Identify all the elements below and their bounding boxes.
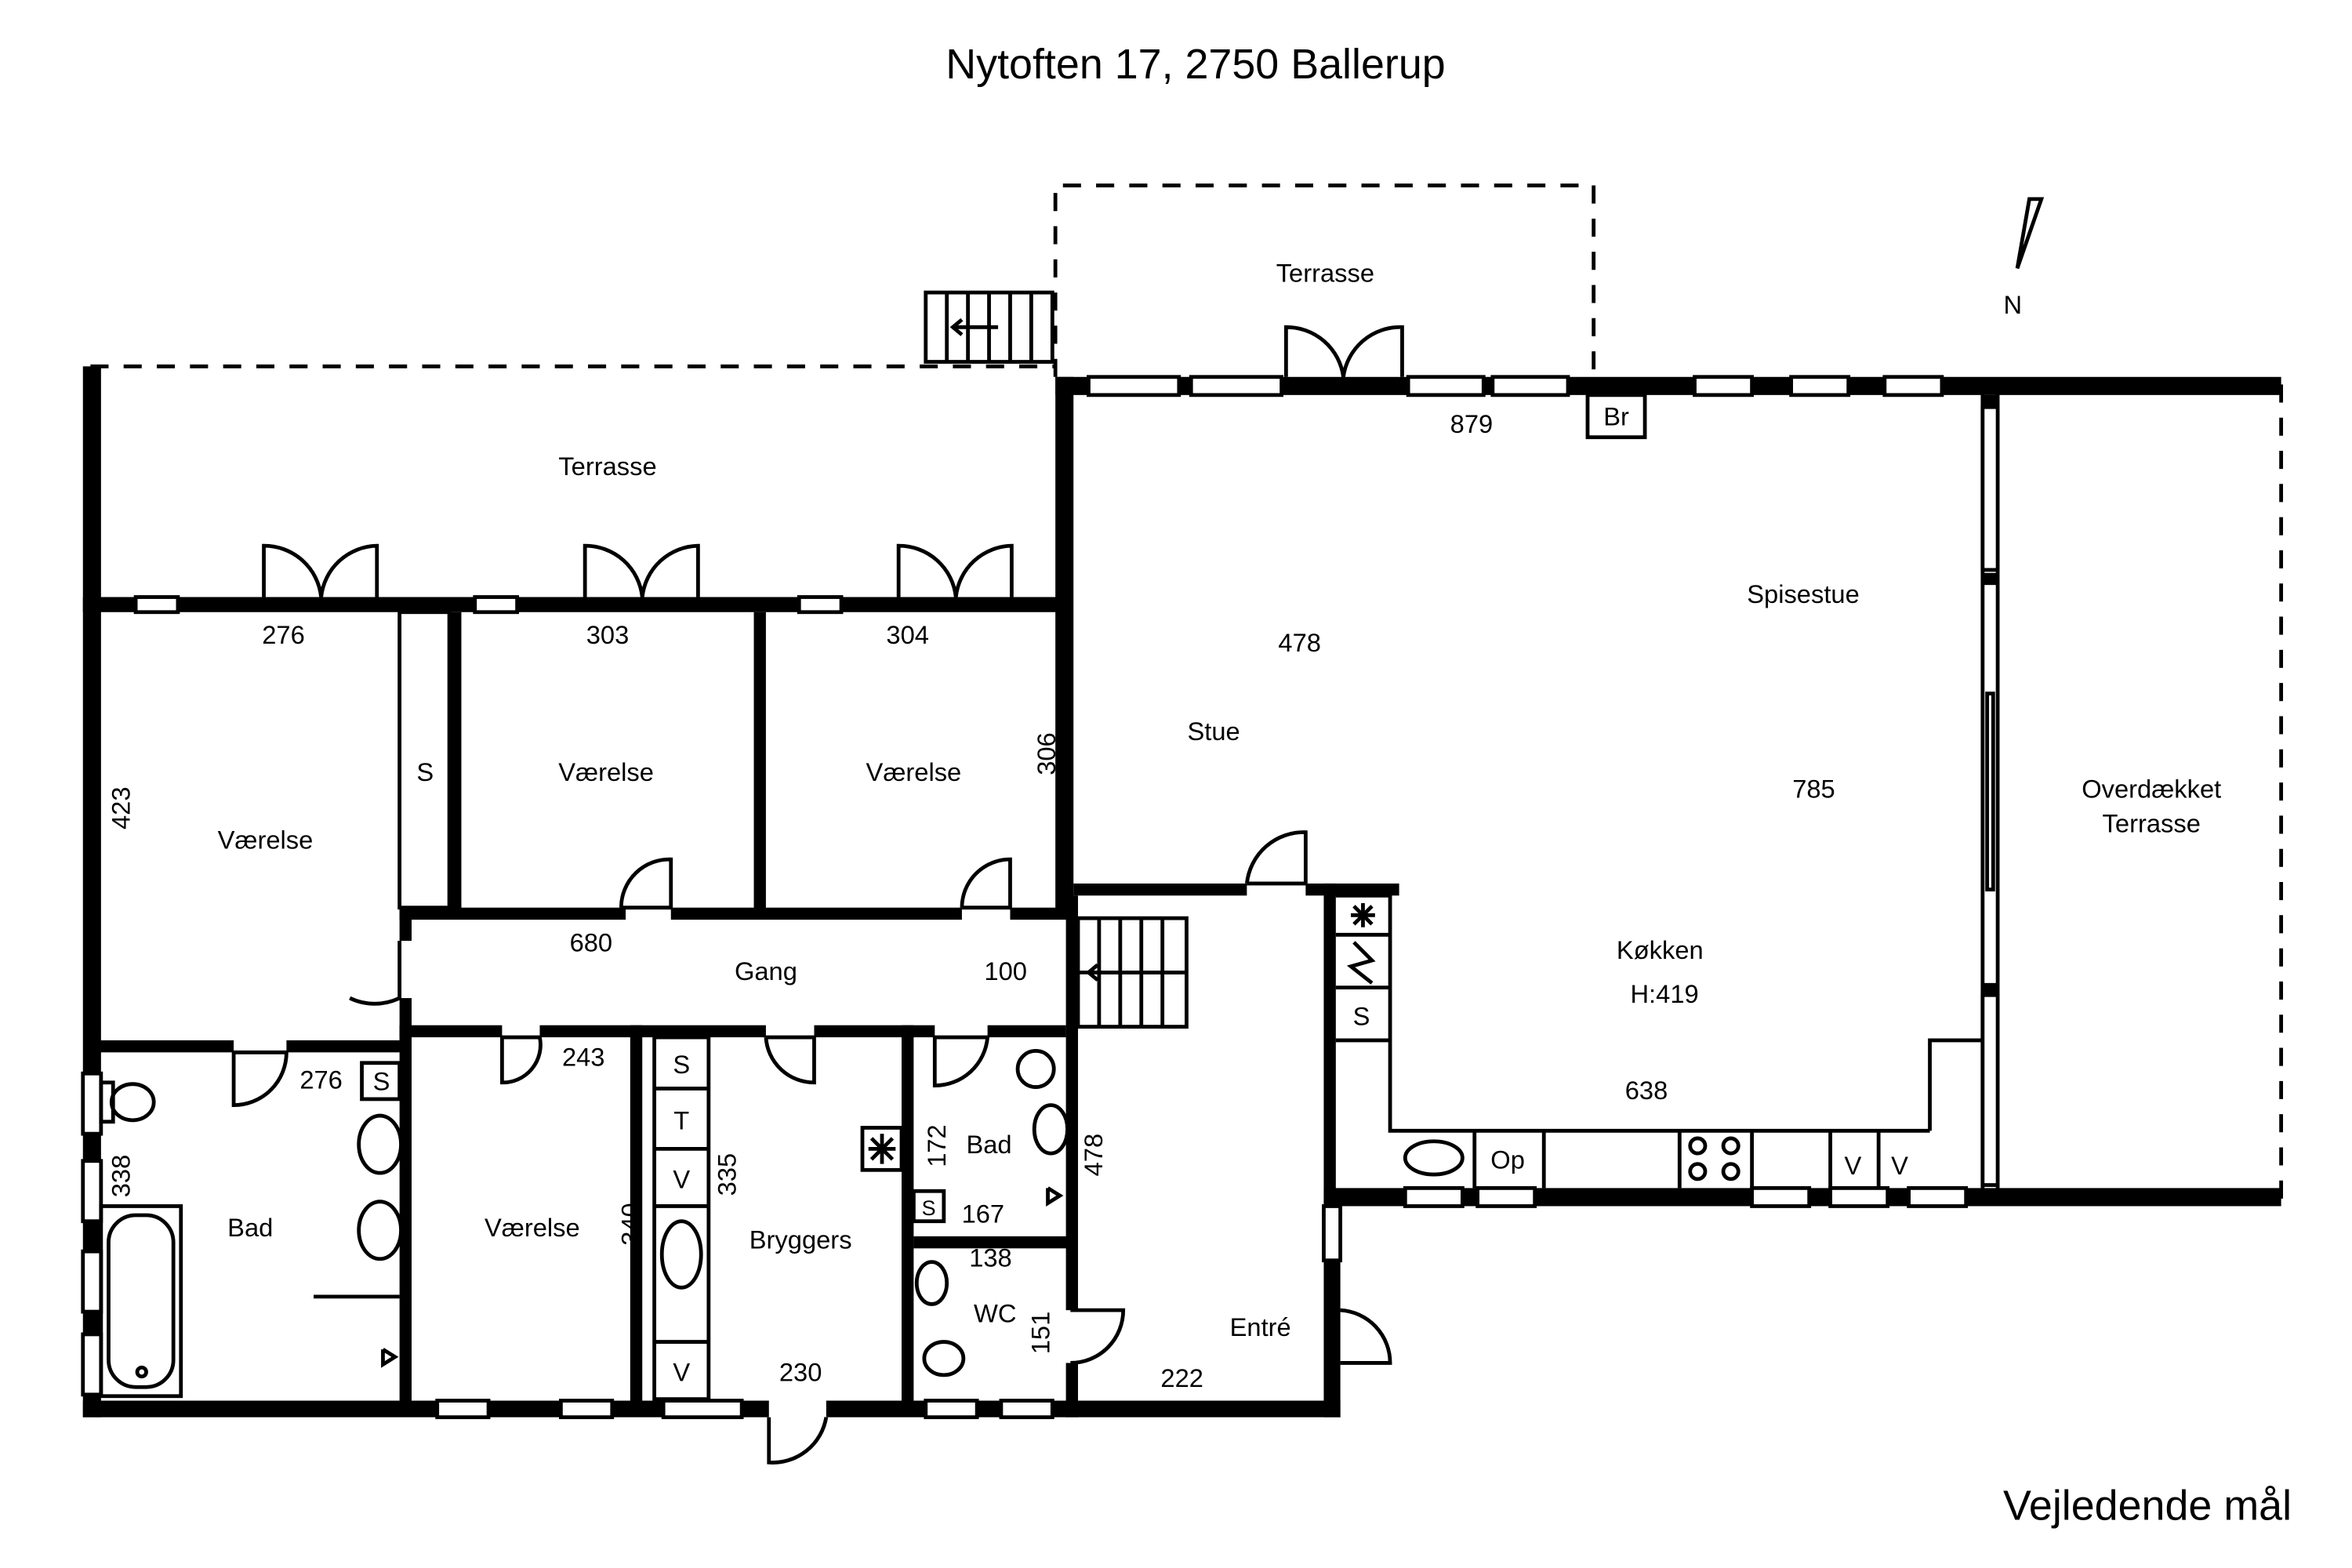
bath-left-fixtures — [99, 1061, 403, 1399]
room-vaerelse-4: Værelse — [485, 1213, 580, 1242]
dim-423: 423 — [106, 786, 135, 829]
bryggers-fixtures — [652, 1035, 946, 1402]
compass-label: N — [2004, 290, 2023, 319]
room-spisestue: Spisestue — [1747, 579, 1860, 608]
dim-478b: 478 — [1079, 1134, 1108, 1177]
electric-icon — [1346, 941, 1376, 985]
room-vaerelse-2: Værelse — [558, 757, 654, 786]
dim-785: 785 — [1792, 774, 1835, 803]
label-v-bryggers-2: V — [673, 1358, 690, 1387]
dim-276a: 276 — [262, 620, 305, 649]
dim-638: 638 — [1625, 1076, 1668, 1105]
footer-note: Vejledende mål — [2003, 1482, 2292, 1529]
room-gang: Gang — [735, 956, 797, 985]
dim-304: 304 — [886, 620, 929, 649]
walls — [82, 366, 2281, 1417]
label-br: Br — [1603, 401, 1629, 430]
windows — [81, 375, 2000, 1420]
room-vaerelse-3: Værelse — [866, 757, 962, 786]
dim-340: 340 — [615, 1203, 644, 1246]
dim-167: 167 — [962, 1200, 1005, 1229]
label-v-kitchen-2: V — [1891, 1151, 1908, 1180]
label-v-kitchen-1: V — [1845, 1151, 1862, 1180]
plan-title: Nytoften 17, 2750 Ballerup — [946, 41, 1445, 88]
kitchen-counter — [1335, 893, 1930, 1189]
bath-right-fixtures — [914, 1048, 1069, 1377]
terrace-left-label: Terrasse — [558, 452, 656, 481]
fridge-icon — [1351, 902, 1375, 927]
dim-879: 879 — [1450, 409, 1494, 438]
dim-478a: 478 — [1278, 628, 1321, 657]
dim-306: 306 — [1032, 732, 1061, 775]
room-wc: WC — [974, 1299, 1016, 1328]
room-overdaekket-line2: Terrasse — [2103, 809, 2201, 838]
dim-276b: 276 — [299, 1065, 343, 1094]
dim-172: 172 — [922, 1124, 951, 1167]
room-stue: Stue — [1187, 717, 1240, 746]
room-bad-1: Bad — [227, 1213, 273, 1242]
room-kokken: Køkken — [1617, 935, 1704, 964]
dim-303: 303 — [586, 620, 630, 649]
room-vaerelse-1: Værelse — [218, 826, 314, 855]
dim-100: 100 — [984, 956, 1027, 985]
label-v-bryggers-1: V — [673, 1164, 690, 1193]
closet — [397, 610, 452, 910]
terrace-top-label: Terrasse — [1276, 259, 1374, 288]
dim-222: 222 — [1160, 1363, 1203, 1392]
dim-151: 151 — [1025, 1312, 1054, 1355]
kitchen-side-partition — [1928, 390, 2000, 1193]
dim-138: 138 — [969, 1243, 1012, 1272]
label-s-bad-2: S — [922, 1196, 936, 1220]
label-t-bryggers: T — [673, 1105, 689, 1134]
room-overdaekket-line1: Overdækket — [2082, 774, 2221, 803]
dim-680: 680 — [570, 927, 613, 956]
outdoor-steps — [924, 290, 1054, 364]
kokken-height: H:419 — [1630, 979, 1698, 1008]
label-s-bad: S — [373, 1066, 390, 1095]
room-entre: Entré — [1230, 1312, 1291, 1341]
doors — [231, 325, 1404, 1465]
dim-338: 338 — [106, 1155, 135, 1198]
dim-243: 243 — [562, 1043, 605, 1072]
interior-stairs — [1076, 916, 1189, 1029]
north-arrow-icon — [2015, 197, 2045, 270]
room-bad-2: Bad — [966, 1130, 1011, 1159]
cooktop-icon — [1688, 1136, 1740, 1181]
room-bryggers: Bryggers — [750, 1225, 852, 1254]
label-op: Op — [1490, 1145, 1525, 1174]
dim-335: 335 — [712, 1153, 741, 1196]
br-box — [1585, 393, 1647, 440]
label-s-closet: S — [416, 757, 434, 786]
dim-230: 230 — [779, 1358, 822, 1387]
label-s-bryggers: S — [673, 1050, 690, 1079]
label-s-kitchen: S — [1353, 1002, 1370, 1031]
